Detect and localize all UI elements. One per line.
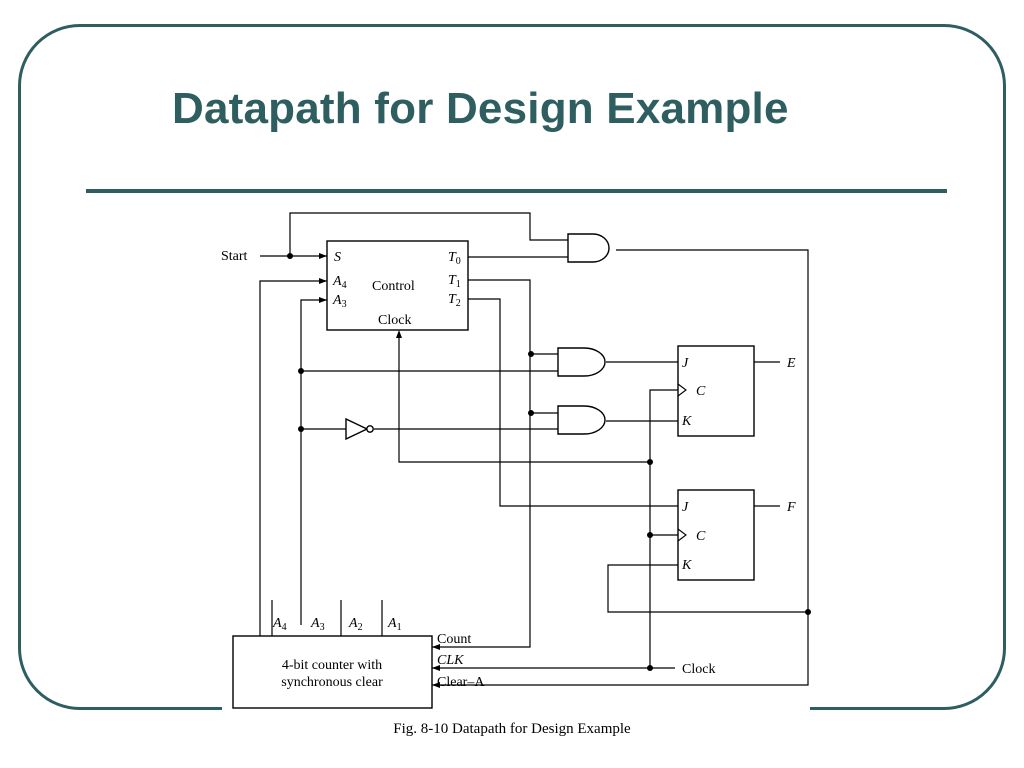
arrow-s <box>319 253 327 259</box>
not-gate <box>345 417 369 441</box>
clk-label: CLK <box>437 653 464 668</box>
wire-t2-fj <box>468 298 680 507</box>
not-gate-bubble <box>366 425 374 433</box>
junction-dot <box>647 532 653 538</box>
counter-bit-dividers <box>271 600 383 636</box>
wire-start-to-and <box>289 212 568 256</box>
counter-bit: A1 <box>387 616 402 633</box>
arrow-clk <box>432 665 440 671</box>
junction-dot <box>287 253 293 259</box>
junction-dot <box>647 665 653 671</box>
clock-triangles <box>677 383 687 542</box>
arrow-control-clock <box>396 330 402 338</box>
junction-dot <box>298 368 304 374</box>
counter-label-line1: 4-bit counter with <box>282 658 382 673</box>
control-clock-label: Clock <box>378 313 411 328</box>
title-underline <box>86 189 947 193</box>
wire-clear <box>432 249 809 686</box>
control-input-s: S <box>334 250 341 265</box>
ff-f-k: K <box>681 558 692 573</box>
junction-dot <box>647 459 653 465</box>
clock-label: Clock <box>682 662 715 677</box>
wire-t1-count <box>432 279 531 648</box>
and-gate-e-k <box>557 405 606 435</box>
labels: Start S A4 A3 Control T0 T1 T2 Clock J C… <box>221 249 796 737</box>
counter-bit: A3 <box>310 616 325 633</box>
control-input-a4: A4 <box>332 274 347 291</box>
wires <box>259 212 809 691</box>
flipflop-f <box>677 489 755 581</box>
caption-backdrop <box>222 704 810 724</box>
flipflop-e-clock-triangle <box>677 383 687 397</box>
ff-e-k: K <box>681 414 692 429</box>
and-gate-t0 <box>567 233 610 263</box>
arrow-clear <box>432 682 440 688</box>
junction-dots <box>287 253 811 671</box>
flipflop-e <box>677 345 755 437</box>
arrow-a3 <box>319 297 327 303</box>
control-input-a3: A3 <box>332 293 347 310</box>
junction-dot <box>528 410 534 416</box>
junction-dot <box>805 609 811 615</box>
clear-a-label: Clear–A <box>437 675 485 690</box>
counter-bit: A2 <box>348 616 363 633</box>
control-output-t0: T0 <box>448 250 461 267</box>
counter-bit: A4 <box>272 616 287 633</box>
ff-f-c: C <box>696 529 706 544</box>
arrow-a4 <box>319 278 327 284</box>
ff-e-output: E <box>786 356 796 371</box>
ff-e-c: C <box>696 384 706 399</box>
control-output-t1: T1 <box>448 273 461 290</box>
and-gate-e-j <box>557 347 606 377</box>
ff-f-output: F <box>786 500 796 515</box>
figure-caption: Fig. 8-10 Datapath for Design Example <box>393 721 631 737</box>
slide-title: Datapath for Design Example <box>172 84 789 133</box>
ff-f-j: J <box>682 500 689 515</box>
ff-e-j: J <box>682 356 689 371</box>
wire-clock-control <box>398 332 650 463</box>
slide-frame <box>18 24 1006 710</box>
start-label: Start <box>221 249 248 264</box>
wire-a3 <box>300 299 327 625</box>
control-output-t2: T2 <box>448 292 461 309</box>
junction-dot <box>528 351 534 357</box>
control-block <box>326 240 469 331</box>
counter-label-line2: synchronous clear <box>281 675 383 690</box>
control-name: Control <box>372 279 415 294</box>
counter-block <box>232 635 433 709</box>
arrowheads <box>319 253 440 688</box>
flipflop-f-clock-triangle <box>677 528 687 542</box>
components <box>232 233 755 709</box>
wire-fk <box>607 564 808 613</box>
wire-clock-ec <box>649 389 678 669</box>
count-label: Count <box>437 632 471 647</box>
arrow-count <box>432 644 440 650</box>
wire-a4 <box>259 280 327 691</box>
junction-dot <box>298 426 304 432</box>
